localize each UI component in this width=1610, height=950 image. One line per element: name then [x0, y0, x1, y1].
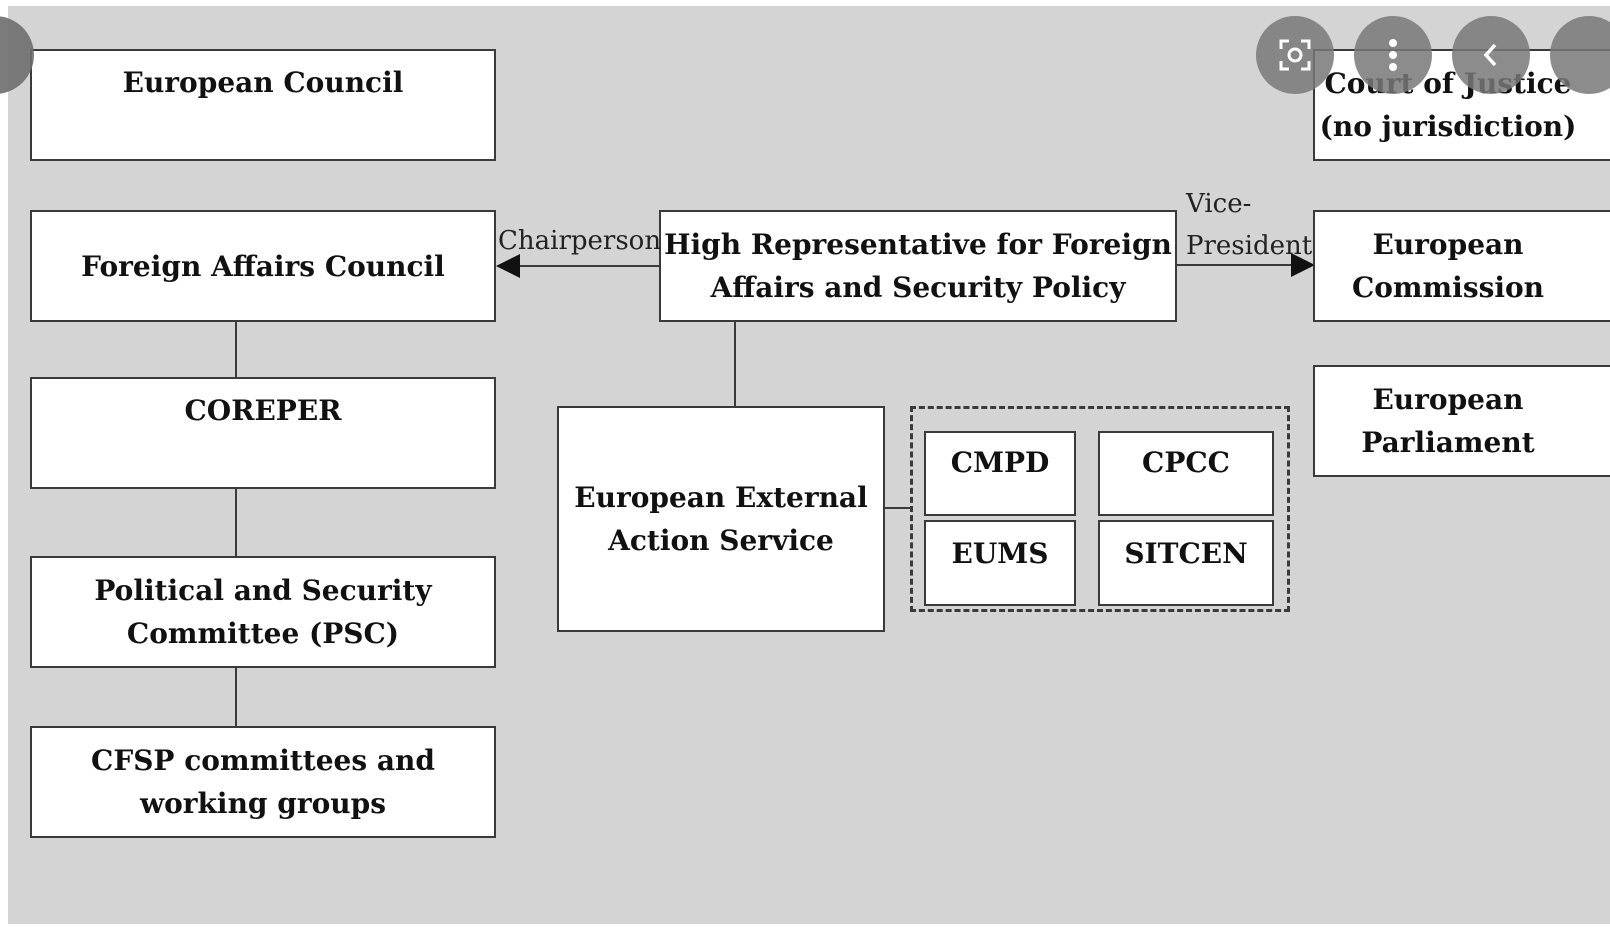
eeas-label: European External Action Service	[574, 481, 868, 557]
connector-psc-cfsp	[235, 668, 237, 726]
cmpd-box: CMPD	[924, 431, 1076, 516]
lens-icon[interactable]	[1256, 16, 1334, 94]
psc-box: Political and Security Committee (PSC)	[30, 556, 496, 668]
cpcc-box: CPCC	[1098, 431, 1274, 516]
european-council-label: European Council	[122, 66, 404, 99]
psc-label: Political and Security Committee (PSC)	[94, 574, 432, 650]
vice-president-arrowhead	[1291, 253, 1315, 277]
cfsp-label: CFSP committees and working groups	[91, 744, 435, 820]
connector-hr-eeas	[734, 322, 736, 406]
cpcc-label: CPCC	[1142, 446, 1230, 479]
european-parliament-box: European Parliament	[1313, 365, 1610, 477]
connector-eeas-group	[885, 507, 910, 509]
eeas-box: European External Action Service	[557, 406, 885, 632]
eeas-bodies-group	[910, 406, 1290, 612]
connector-fac-coreper	[235, 322, 237, 377]
court-of-justice-label: Court of Justice (no jurisdiction)	[1319, 67, 1577, 143]
more-vert-icon[interactable]	[1354, 16, 1432, 94]
foreign-affairs-council-label: Foreign Affairs Council	[81, 249, 445, 283]
chairperson-arrow-line	[516, 265, 659, 267]
eums-box: EUMS	[924, 520, 1076, 606]
high-representative-box: High Representative for Foreign Affairs …	[659, 210, 1177, 322]
cfsp-box: CFSP committees and working groups	[30, 726, 496, 838]
coreper-label: COREPER	[184, 394, 342, 427]
connector-coreper-psc	[235, 489, 237, 556]
eums-label: EUMS	[951, 537, 1049, 570]
vice-president-arrow-line	[1177, 264, 1297, 266]
sitcen-label: SITCEN	[1124, 537, 1248, 570]
chairperson-label: Chairperson	[498, 226, 662, 256]
sitcen-box: SITCEN	[1098, 520, 1274, 606]
european-commission-label: European Commission	[1351, 228, 1545, 304]
european-parliament-label: European Parliament	[1361, 383, 1535, 459]
high-representative-label: High Representative for Foreign Affairs …	[664, 228, 1172, 304]
partial-button-icon[interactable]	[1550, 16, 1610, 94]
chevron-left-icon[interactable]	[1452, 16, 1530, 94]
coreper-box: COREPER	[30, 377, 496, 489]
european-council-box: European Council	[30, 49, 496, 161]
cmpd-label: CMPD	[950, 446, 1050, 479]
vice-president-label: Vice- President	[1186, 189, 1313, 261]
foreign-affairs-council-box: Foreign Affairs Council	[30, 210, 496, 322]
diagram-canvas: European Council Foreign Affairs Council…	[8, 6, 1610, 924]
european-commission-box: European Commission	[1313, 210, 1610, 322]
chairperson-arrowhead	[496, 254, 520, 278]
